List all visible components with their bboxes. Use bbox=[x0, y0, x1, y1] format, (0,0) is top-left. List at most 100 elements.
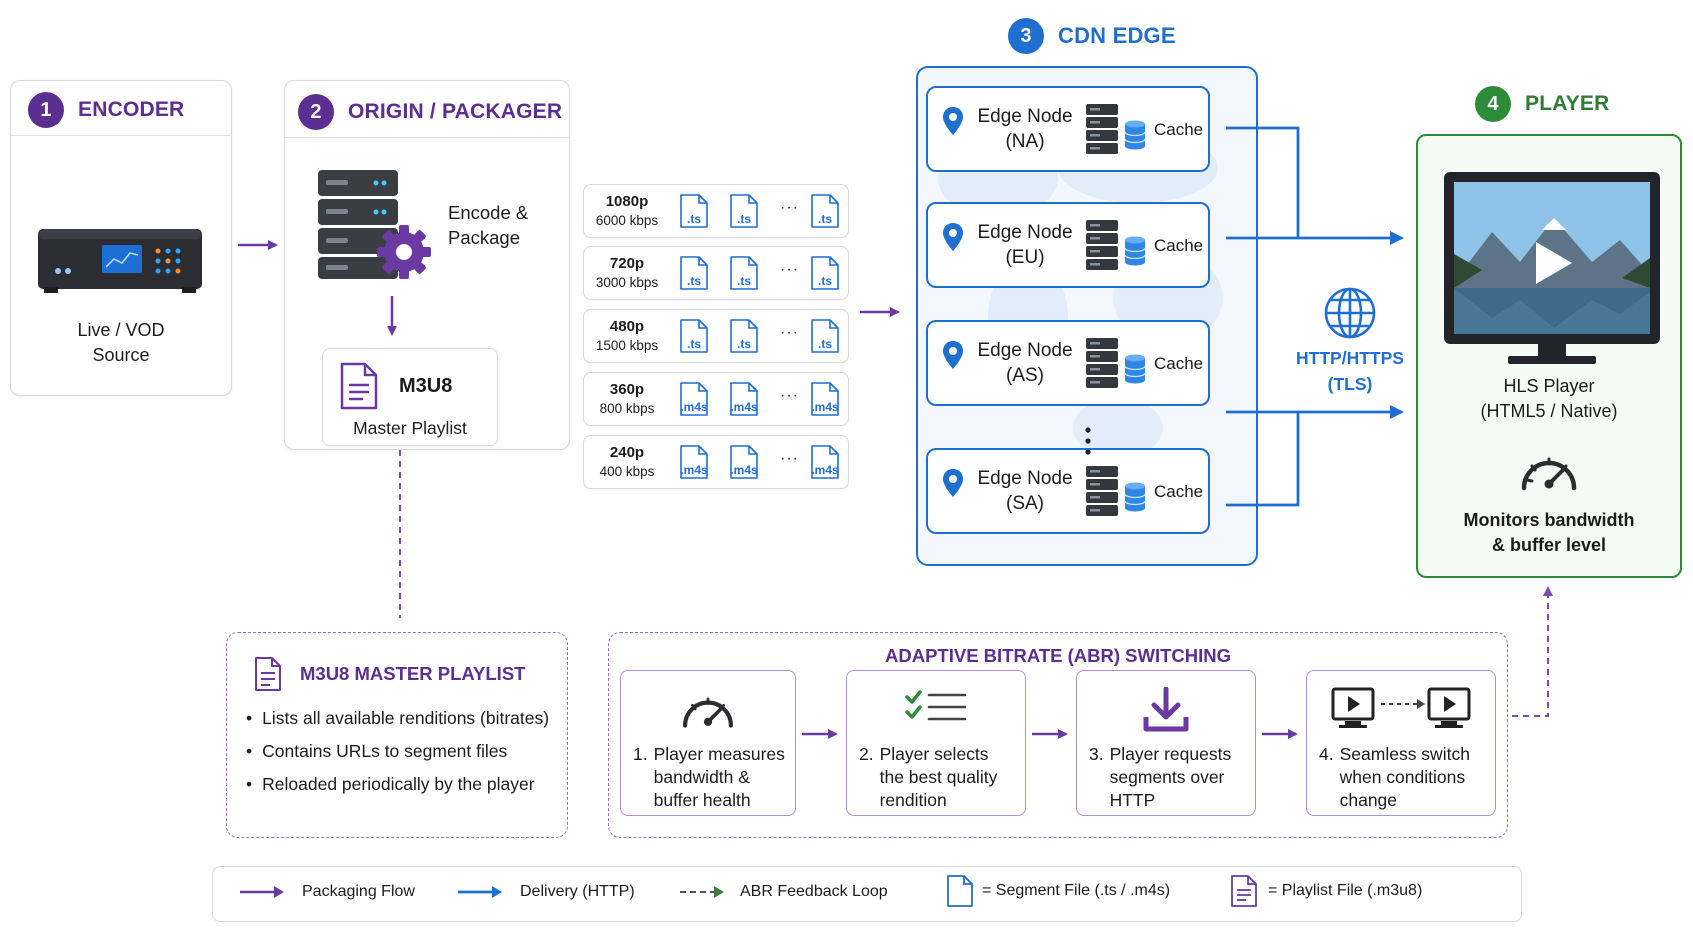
step-badge-1: 1 bbox=[28, 92, 64, 128]
edge-node-name: Edge Node(SA) bbox=[970, 466, 1080, 516]
legend-playlist-label: = Playlist File (.m3u8) bbox=[1268, 882, 1423, 899]
segment-extension: .ts bbox=[817, 212, 832, 226]
bullet-dot: • bbox=[246, 741, 253, 761]
rendition-resolution: 720p bbox=[609, 255, 645, 272]
segment-extension: .m4s bbox=[811, 400, 839, 414]
segment-file-icon: .ts bbox=[729, 318, 759, 354]
segment-file-icon: .m4s bbox=[810, 444, 840, 480]
abr-step-card: 1.Player measures bandwidth & buffer hea… bbox=[620, 670, 796, 816]
legend-feedback-label: ABR Feedback Loop bbox=[740, 883, 888, 900]
cache-database-icon bbox=[1124, 482, 1146, 517]
purple-arrow-icon bbox=[240, 886, 284, 898]
abr-step-number: 1. bbox=[633, 744, 648, 764]
segment-file-icon: .ts bbox=[729, 193, 759, 229]
download-icon bbox=[1077, 687, 1255, 733]
segment-file-icon: .ts bbox=[679, 255, 709, 291]
abr-step-number: 3. bbox=[1089, 744, 1104, 764]
legend-packaging-label: Packaging Flow bbox=[302, 883, 415, 900]
master-playlist-card: M3U8 Master Playlist bbox=[322, 348, 498, 446]
segment-ellipsis: ··· bbox=[780, 324, 799, 341]
playlist-file-icon bbox=[339, 361, 379, 416]
speedometer-icon bbox=[1518, 446, 1580, 499]
protocol-line-2: (TLS) bbox=[1327, 374, 1373, 394]
abr-step-description: Player measures bandwidth & buffer healt… bbox=[653, 744, 785, 810]
edge-node-card: Edge Node(AS)Cache bbox=[926, 320, 1210, 406]
abr-title: ADAPTIVE BITRATE (ABR) SWITCHING bbox=[885, 645, 1231, 666]
edge-node-card: Edge Node(SA)Cache bbox=[926, 448, 1210, 534]
cache-database-icon bbox=[1124, 236, 1146, 271]
abr-step-description: Player selects the best quality renditio… bbox=[879, 744, 998, 810]
segment-extension: .m4s bbox=[680, 463, 708, 477]
step-badge-3: 3 bbox=[1008, 18, 1044, 54]
cache-database-icon bbox=[1124, 354, 1146, 389]
cache-label: Cache bbox=[1154, 236, 1204, 255]
server-gear-icon bbox=[316, 168, 432, 289]
list-item: •Lists all available renditions (bitrate… bbox=[246, 706, 562, 730]
legend-delivery-label: Delivery (HTTP) bbox=[520, 883, 635, 900]
segment-extension: .ts bbox=[736, 212, 751, 226]
bullet-dot: • bbox=[246, 774, 253, 794]
segment-file-icon: .ts bbox=[729, 255, 759, 291]
abr-step-number: 4. bbox=[1319, 744, 1334, 764]
edge-node-name: Edge Node(EU) bbox=[970, 220, 1080, 270]
dashed-arrow-icon bbox=[680, 886, 724, 898]
abr-step-description: Player requests segments over HTTP bbox=[1109, 744, 1232, 810]
abr-step-number: 2. bbox=[859, 744, 874, 764]
abr-step-text: 1.Player measures bandwidth & buffer hea… bbox=[633, 743, 787, 812]
rendition-label: 720p 3000 kbps bbox=[592, 254, 662, 292]
encoder-title: ENCODER bbox=[78, 98, 185, 121]
info-box-playlist-icon bbox=[254, 656, 282, 697]
cache-label: Cache bbox=[1154, 120, 1204, 139]
edge-node-region: (AS) bbox=[1006, 365, 1044, 386]
segment-extension: .m4s bbox=[730, 463, 758, 477]
bullet-text: Reloaded periodically by the player bbox=[262, 774, 535, 794]
abr-panel bbox=[608, 632, 1508, 838]
list-item: • Reloaded periodically by the player bbox=[246, 772, 562, 796]
segment-extension: .ts bbox=[817, 274, 832, 288]
abr-step-card: 4.Seamless switch when conditions change bbox=[1306, 670, 1496, 816]
legend-packaging: Packaging Flow bbox=[238, 883, 415, 901]
info-box-title: M3U8 MASTER PLAYLIST bbox=[300, 663, 526, 684]
location-pin-icon bbox=[942, 222, 964, 257]
segment-extension: .ts bbox=[736, 337, 751, 351]
cache-database-icon bbox=[1124, 120, 1146, 155]
playlist-subtitle: Master Playlist bbox=[353, 418, 467, 438]
globe-icon bbox=[1323, 286, 1377, 345]
edge-node-name: Edge Node(NA) bbox=[970, 104, 1080, 154]
info-box-bullets: •Lists all available renditions (bitrate… bbox=[246, 706, 562, 805]
rendition-resolution: 240p bbox=[609, 444, 645, 461]
location-pin-icon bbox=[942, 106, 964, 141]
source-line-2: Source bbox=[92, 345, 150, 365]
protocol-label: HTTP/HTTPS (TLS) bbox=[1290, 345, 1410, 397]
rendition-bitrate: 800 kbps bbox=[599, 401, 655, 416]
list-item: •Contains URLs to segment files bbox=[246, 739, 562, 763]
legend-bar bbox=[212, 866, 1522, 922]
segment-extension: .m4s bbox=[811, 463, 839, 477]
rendition-bitrate: 400 kbps bbox=[599, 464, 655, 479]
player-name: HLS Player (HTML5 / Native) bbox=[1416, 374, 1682, 424]
segment-file-icon: .m4s bbox=[679, 444, 709, 480]
abr-step-text: 3.Player requests segments over HTTP bbox=[1089, 743, 1247, 812]
abr-feedback-loop bbox=[1512, 586, 1553, 717]
legend-delivery: Delivery (HTTP) bbox=[456, 883, 635, 901]
abr-step-description: Seamless switch when conditions change bbox=[1339, 744, 1470, 810]
location-pin-icon bbox=[942, 340, 964, 375]
more-nodes-ellipsis bbox=[1084, 426, 1092, 461]
segment-file-icon: .m4s bbox=[729, 381, 759, 417]
edge-node-label: Edge Node bbox=[977, 468, 1073, 489]
player-header: 4 PLAYER bbox=[1475, 86, 1609, 122]
segment-file-icon: .m4s bbox=[810, 381, 840, 417]
encode-line-1: Encode & bbox=[448, 202, 529, 223]
edge-node-label: Edge Node bbox=[977, 340, 1073, 361]
rendition-bitrate: 3000 kbps bbox=[595, 275, 659, 290]
step-badge-4: 4 bbox=[1475, 86, 1511, 122]
edge-node-label: Edge Node bbox=[977, 222, 1073, 243]
abr-step-card: 3.Player requests segments over HTTP bbox=[1076, 670, 1256, 816]
legend-feedback: ABR Feedback Loop bbox=[678, 883, 888, 901]
abr-step-text: 4.Seamless switch when conditions change bbox=[1319, 743, 1487, 812]
